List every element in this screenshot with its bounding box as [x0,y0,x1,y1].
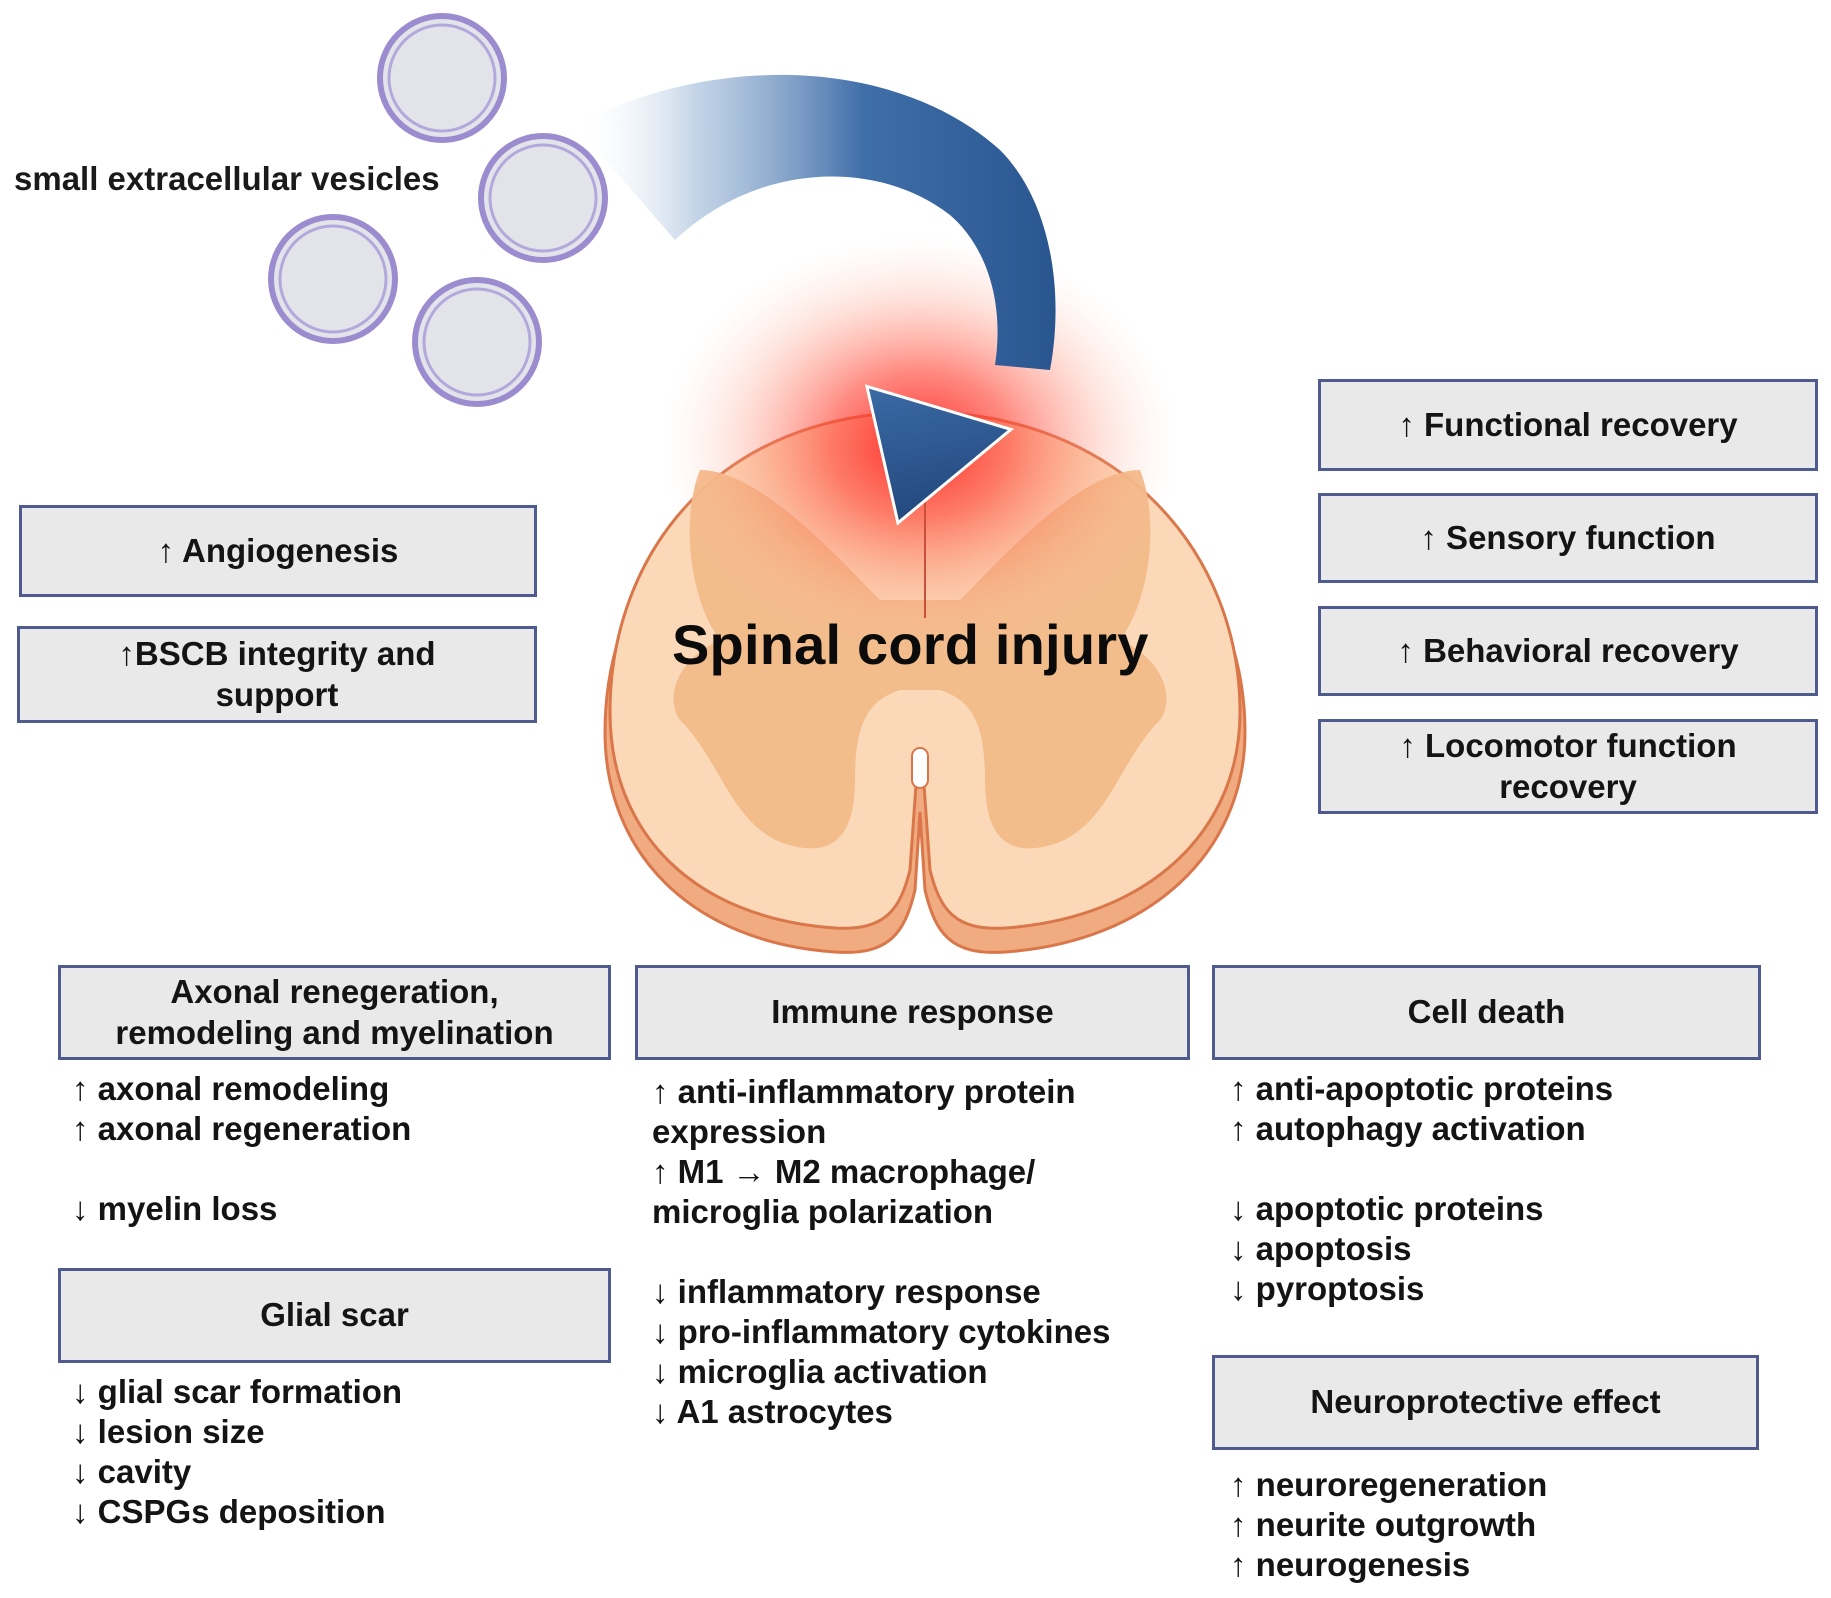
vesicle [478,133,608,263]
angiogenesis-box: ↑ Angiogenesis [19,505,537,597]
functional-recovery-box: ↑ Functional recovery [1318,379,1818,471]
vesicle [377,13,507,143]
glial-effects-list: ↓ glial scar formation ↓ lesion size ↓ c… [72,1372,402,1532]
immune-header-box: Immune response [635,965,1190,1060]
glial-header-box: Glial scar [58,1268,611,1363]
delivery-arrow-head [864,384,1015,526]
center-title: Spinal cord injury [672,613,1149,676]
list-item: ↓ pyroptosis [1230,1270,1425,1307]
bscb-integrity-box: ↑BSCB integrity and support [17,626,537,723]
axonal-header-box: Axonal renegeration, remodeling and myel… [58,965,611,1060]
vesicles-label: small extracellular vesicles [14,160,440,197]
vesicle [412,277,542,407]
bscb-integrity-label: ↑BSCB integrity and support [118,635,436,713]
list-item: microglia polarization [652,1193,994,1230]
functional-recovery-label: ↑ Functional recovery [1398,405,1738,443]
list-item [652,1232,1110,1272]
list-item: ↑ anti-inflammatory protein [652,1073,1076,1110]
vesicle [278,224,388,334]
list-item: ↑ neurite outgrowth [1230,1506,1537,1543]
list-item: ↓ microglia activation [652,1353,988,1390]
axonal-header-label: Axonal renegeration, remodeling and myel… [115,973,554,1051]
list-item: ↓ glial scar formation [72,1373,403,1410]
list-item: ↑ neuroregeneration [1230,1466,1548,1503]
vesicle [488,143,598,253]
list-item: ↑ M1 → M2 macrophage/ [652,1153,1036,1190]
vesicle [268,214,398,344]
list-item: ↓ myelin loss [72,1190,278,1227]
neuroprotective-header-box: Neuroprotective effect [1212,1355,1759,1450]
angiogenesis-label: ↑ Angiogenesis [157,531,399,569]
axonal-effects-list: ↑ axonal remodeling ↑ axonal regeneratio… [72,1069,411,1229]
cell-death-header-box: Cell death [1212,965,1761,1060]
extracellular-vesicles [268,13,608,407]
immune-header-label: Immune response [771,993,1054,1031]
immune-effects-list: ↑ anti-inflammatory protein expression ↑… [652,1072,1110,1432]
neuroprotective-header-label: Neuroprotective effect [1310,1383,1661,1421]
locomotor-function-box: ↑ Locomotor function recovery [1318,719,1818,814]
behavioral-recovery-box: ↑ Behavioral recovery [1318,606,1818,696]
neuroprotective-effects-list: ↑ neuroregeneration ↑ neurite outgrowth … [1230,1465,1547,1585]
list-item [72,1149,411,1189]
list-item: ↑ neurogenesis [1230,1546,1471,1583]
central-canal [911,747,929,789]
delivery-arrow-body [575,74,1056,370]
glial-header-label: Glial scar [260,1296,409,1334]
list-item: ↑ axonal regeneration [72,1110,412,1147]
list-item: ↓ pro-inflammatory cytokines [652,1313,1111,1350]
list-item: expression [652,1113,827,1150]
list-item: ↓ inflammatory response [652,1273,1041,1310]
list-item: ↓ apoptotic proteins [1230,1190,1544,1227]
vesicle [387,23,497,133]
list-item: ↓ cavity [72,1453,192,1490]
list-item: ↑ axonal remodeling [72,1070,390,1107]
list-item: ↓ apoptosis [1230,1230,1412,1267]
list-item: ↓ lesion size [72,1413,265,1450]
list-item: ↓ A1 astrocytes [652,1393,893,1430]
sensory-function-box: ↑ Sensory function [1318,493,1818,583]
list-item: ↓ CSPGs deposition [72,1493,386,1530]
locomotor-function-label: ↑ Locomotor function recovery [1399,727,1737,805]
cell-death-header-label: Cell death [1407,993,1566,1031]
sensory-function-label: ↑ Sensory function [1420,518,1716,556]
list-item: ↑ anti-apoptotic proteins [1230,1070,1614,1107]
cell-death-effects-list: ↑ anti-apoptotic proteins ↑ autophagy ac… [1230,1069,1613,1309]
behavioral-recovery-label: ↑ Behavioral recovery [1397,631,1739,669]
list-item [1230,1149,1613,1189]
vesicle [422,287,532,397]
list-item: ↑ autophagy activation [1230,1110,1586,1147]
